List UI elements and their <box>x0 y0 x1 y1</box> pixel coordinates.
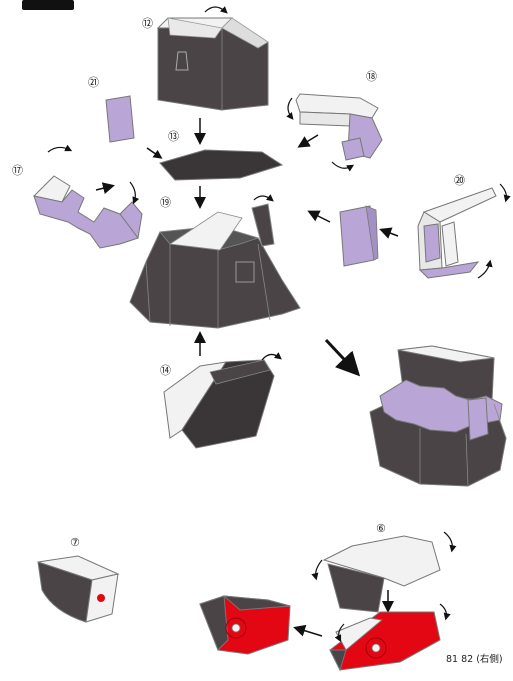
assembled-body <box>370 346 506 486</box>
part-14-flap <box>164 360 274 448</box>
rotate-arrow-17b <box>130 182 135 202</box>
rotate-arrow-17 <box>48 147 70 152</box>
rotate-arrow-18b <box>332 162 352 168</box>
part-20-band <box>418 188 496 278</box>
part-6-piece <box>324 536 440 612</box>
label-14: ⑭ <box>160 364 171 377</box>
part-13-plate <box>160 150 282 180</box>
rotate-arrow-18a <box>288 98 292 118</box>
note-81-82: 81 82 (右側) <box>446 653 503 665</box>
arrow-block-to-19 <box>310 212 330 222</box>
label-7: ⑦ <box>70 536 80 549</box>
arrow-21-to-13 <box>147 148 160 157</box>
arrow-red-left <box>296 628 322 636</box>
label-12: ⑫ <box>142 17 153 30</box>
rotate-arrow-6a <box>316 560 322 578</box>
red-dot-icon <box>97 594 105 602</box>
rotate-arrow-6b <box>444 532 452 550</box>
rotate-arrow-20b <box>478 262 490 278</box>
part-21-panel <box>106 96 134 142</box>
rotate-arrow-19 <box>254 196 272 200</box>
part-7-piece <box>38 556 118 622</box>
label-19: ⑲ <box>160 196 171 209</box>
label-20: ⑳ <box>454 174 465 187</box>
label-13: ⑬ <box>168 130 179 143</box>
red-piece-folded <box>330 612 440 670</box>
rotate-arrow-14 <box>262 354 280 360</box>
part-12-box <box>158 18 268 110</box>
arrow-18-to-13 <box>300 135 318 146</box>
label-18: ⑱ <box>366 70 377 83</box>
part-lilac-block <box>340 206 378 266</box>
label-6: ⑥ <box>376 522 386 535</box>
label-17: ⑰ <box>12 164 23 177</box>
part-17-band <box>34 176 142 248</box>
part-18-band <box>296 94 382 160</box>
arrow-17-right <box>96 186 112 190</box>
label-21: ㉑ <box>88 76 99 89</box>
part-19-body <box>130 204 300 328</box>
red-piece-assembled <box>200 596 290 654</box>
arrow-20-to-block <box>382 230 398 236</box>
rotate-arrow-12 <box>205 7 226 12</box>
rotate-arrow-red-b <box>440 604 446 618</box>
corner-tab <box>22 0 74 10</box>
arrow-result <box>326 340 356 372</box>
rotate-arrow-20a <box>500 184 506 200</box>
